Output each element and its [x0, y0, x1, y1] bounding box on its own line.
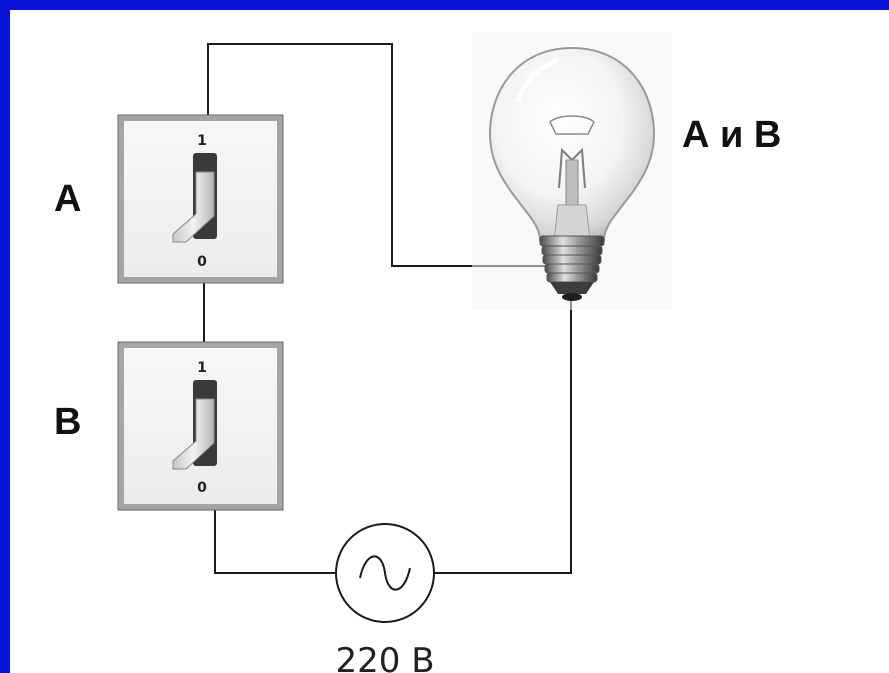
switch-a-lever[interactable] [172, 171, 215, 243]
switch-b-lever[interactable] [172, 398, 215, 470]
wire-b-to-source [214, 510, 335, 574]
switch-b-on-label: 1 [197, 360, 207, 376]
source-voltage-label: 220 В [335, 641, 434, 673]
switch-b-off-label: 0 [197, 480, 207, 496]
wires [203, 43, 572, 574]
switch-a[interactable]: 1 0 [117, 114, 284, 284]
wire-a-to-lamp-top [207, 43, 546, 267]
switch-a-label: A [54, 178, 81, 220]
switch-b[interactable]: 1 0 [117, 341, 284, 511]
lamp-label: А и В [682, 114, 781, 156]
switch-b-label: B [54, 401, 81, 443]
diagram-frame: 1 0 A 1 0 B [10, 10, 889, 673]
ac-source-icon [335, 523, 435, 623]
switch-a-on-label: 1 [197, 133, 207, 149]
switch-a-off-label: 0 [197, 254, 207, 270]
circuit-diagram: 1 0 A 1 0 B [54, 32, 781, 673]
light-bulb-icon [472, 32, 672, 310]
wire-source-to-lamp [435, 300, 572, 574]
